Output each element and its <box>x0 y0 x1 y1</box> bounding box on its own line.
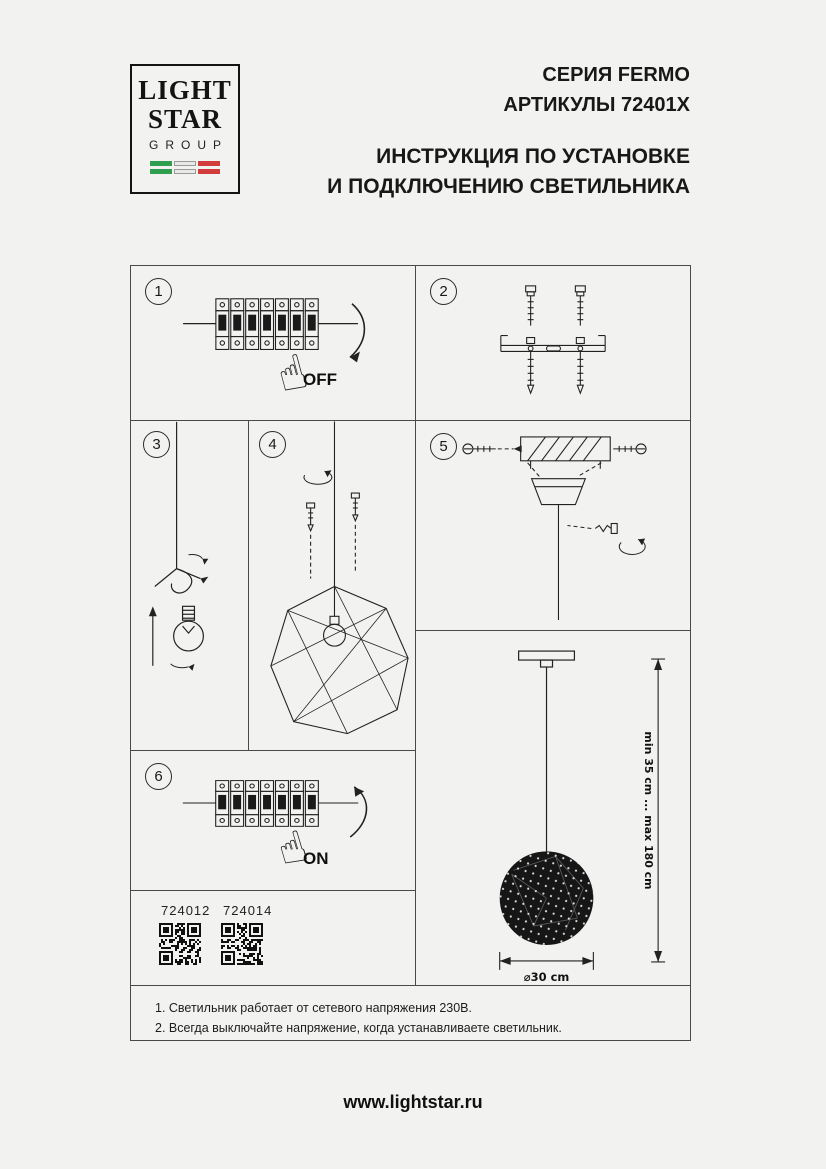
title-line-2: И ПОДКЛЮЧЕНИЮ СВЕТИЛЬНИКА <box>327 175 690 198</box>
wire-hook-and-bulb-diagram <box>148 421 209 671</box>
switch-off-arrow-icon <box>349 303 366 358</box>
article-number-724012: 724012 <box>161 903 211 918</box>
diameter-dimension-label: ⌀30 cm <box>524 970 570 984</box>
circuit-breaker-on-diagram: ☝ <box>182 780 368 876</box>
circuit-breaker-off-diagram: ☝ <box>183 298 366 405</box>
step-number-badge: 5 <box>430 433 457 460</box>
step6-panel: 6 ☝ ON <box>130 750 416 891</box>
article-codes-panel: 724012 724014 <box>130 890 416 986</box>
article-number-724014: 724014 <box>223 903 273 918</box>
off-label: OFF <box>303 370 337 389</box>
on-label: ON <box>303 849 329 868</box>
qr-code-graphic <box>221 923 263 965</box>
diameter-dimension-line <box>499 951 594 970</box>
italian-flag-icon <box>132 161 238 174</box>
page-title: ИНСТРУКЦИЯ ПО УСТАНОВКЕ И ПОДКЛЮЧЕНИЮ СВ… <box>327 142 690 202</box>
qr-code-724014 <box>221 923 263 965</box>
lightstar-logo: LIGHT STAR GROUP <box>130 64 240 194</box>
step-number-badge: 4 <box>259 431 286 458</box>
step2-panel: 2 <box>415 265 691 421</box>
mounting-bracket-diagram <box>500 285 606 395</box>
website-url: www.lightstar.ru <box>343 1092 483 1112</box>
height-dimension-line <box>651 658 666 963</box>
step3-panel: 3 <box>130 420 249 751</box>
height-dimension-label: min 35 cm ... max 180 cm <box>642 731 655 889</box>
step-number-badge: 2 <box>430 278 457 305</box>
assembled-pendant-diagram: min 35 cm ... max 180 cm ⌀30 cm <box>499 650 666 984</box>
assembled-lamp-panel: min 35 cm ... max 180 cm ⌀30 cm <box>415 630 691 986</box>
step-number-badge: 3 <box>143 431 170 458</box>
step1-panel: 1 ☝ OFF <box>130 265 416 421</box>
logo-word-group: GROUP <box>148 138 228 152</box>
note-1: 1. Светильник работает от сетевого напря… <box>155 1001 472 1015</box>
step5-panel: 5 <box>415 420 691 631</box>
step4-panel: 4 <box>248 420 416 751</box>
safety-notes-panel: 1. Светильник работает от сетевого напря… <box>130 985 691 1041</box>
title-line-1: ИНСТРУКЦИЯ ПО УСТАНОВКЕ <box>376 145 690 168</box>
qr-code-724012 <box>159 923 201 965</box>
step-number-badge: 1 <box>145 278 172 305</box>
article-numbers: АРТИКУЛЫ 72401X <box>503 94 690 116</box>
logo-word-star: STAR <box>147 104 223 134</box>
geometric-lampshade-diagram <box>270 421 409 735</box>
ceiling-canopy-diagram <box>462 436 647 621</box>
logo-word-light: LIGHT <box>138 75 232 105</box>
series-name: СЕРИЯ FERMO <box>542 64 690 86</box>
note-2: 2. Всегда выключайте напряжение, когда у… <box>155 1021 562 1035</box>
step-number-badge: 6 <box>145 763 172 790</box>
header-series-block: СЕРИЯ FERMO АРТИКУЛЫ 72401X <box>503 60 690 120</box>
qr-code-graphic <box>159 923 201 965</box>
